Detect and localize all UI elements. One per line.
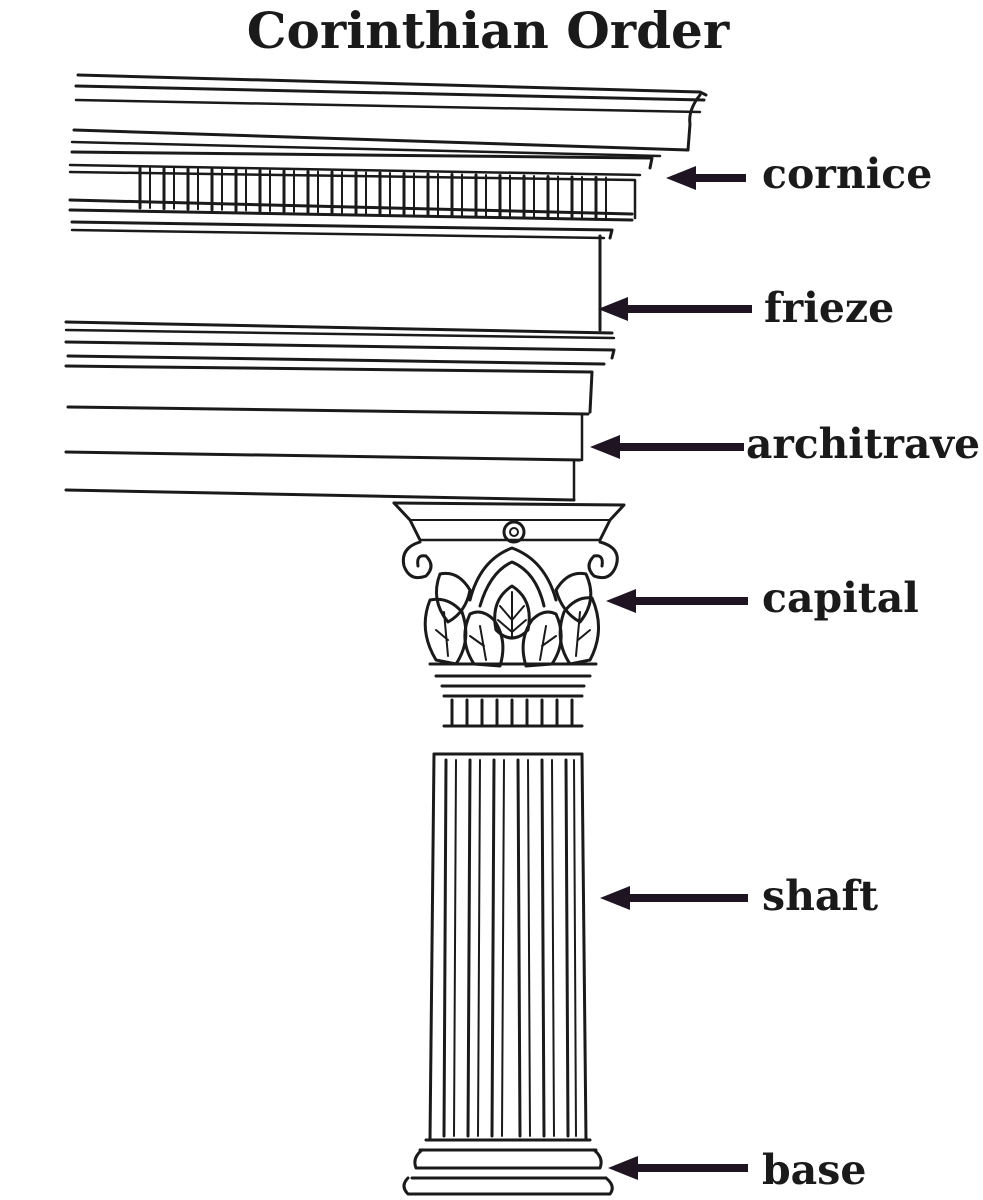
cornice-label: cornice (762, 150, 932, 198)
base-label: base (762, 1146, 866, 1194)
cornice-callout: cornice (666, 150, 932, 198)
architrave-callout: architrave (590, 420, 980, 468)
entablature (64, 73, 708, 502)
diagram-title: Corinthian Order (247, 1, 730, 60)
frieze-callout: frieze (598, 284, 894, 332)
architrave-arrow-head (590, 435, 620, 459)
shaft-flute-line (573, 759, 577, 1137)
shaft-drawing (428, 752, 588, 1142)
shaft-flute-line (527, 759, 531, 1137)
base-arrow-head (608, 1156, 638, 1180)
shaft-callout: shaft (600, 872, 878, 920)
architrave-label: architrave (746, 420, 980, 468)
cornice-drawing (68, 73, 708, 240)
shaft-flute-line (453, 759, 457, 1137)
shaft-flute-line (564, 758, 570, 1138)
shaft-flute-line (551, 759, 555, 1137)
capital-drawing (392, 501, 626, 728)
capital-arrow-head (606, 589, 636, 613)
shaft-flute-line (490, 758, 496, 1138)
capital-necking (450, 698, 574, 726)
capital-callout: capital (606, 574, 919, 622)
frieze-label: frieze (764, 284, 894, 332)
shaft-arrow-head (600, 886, 630, 910)
capital-label: capital (762, 574, 919, 622)
shaft-flute-line (540, 758, 546, 1138)
shaft-flutes (442, 758, 577, 1138)
shaft-flute-line (466, 758, 472, 1138)
shaft-flute-line (477, 759, 481, 1137)
shaft-flute-line (442, 758, 448, 1138)
shaft-flute-line (501, 759, 505, 1137)
cornice-arrow-head (666, 166, 696, 190)
frieze-drawing (64, 234, 616, 340)
base-callout: base (608, 1146, 866, 1194)
frieze-arrow-head (598, 297, 628, 321)
shaft-flute-line (516, 758, 522, 1138)
shaft-label: shaft (762, 872, 878, 920)
base-drawing (402, 1138, 614, 1196)
architrave-drawing (64, 340, 616, 502)
